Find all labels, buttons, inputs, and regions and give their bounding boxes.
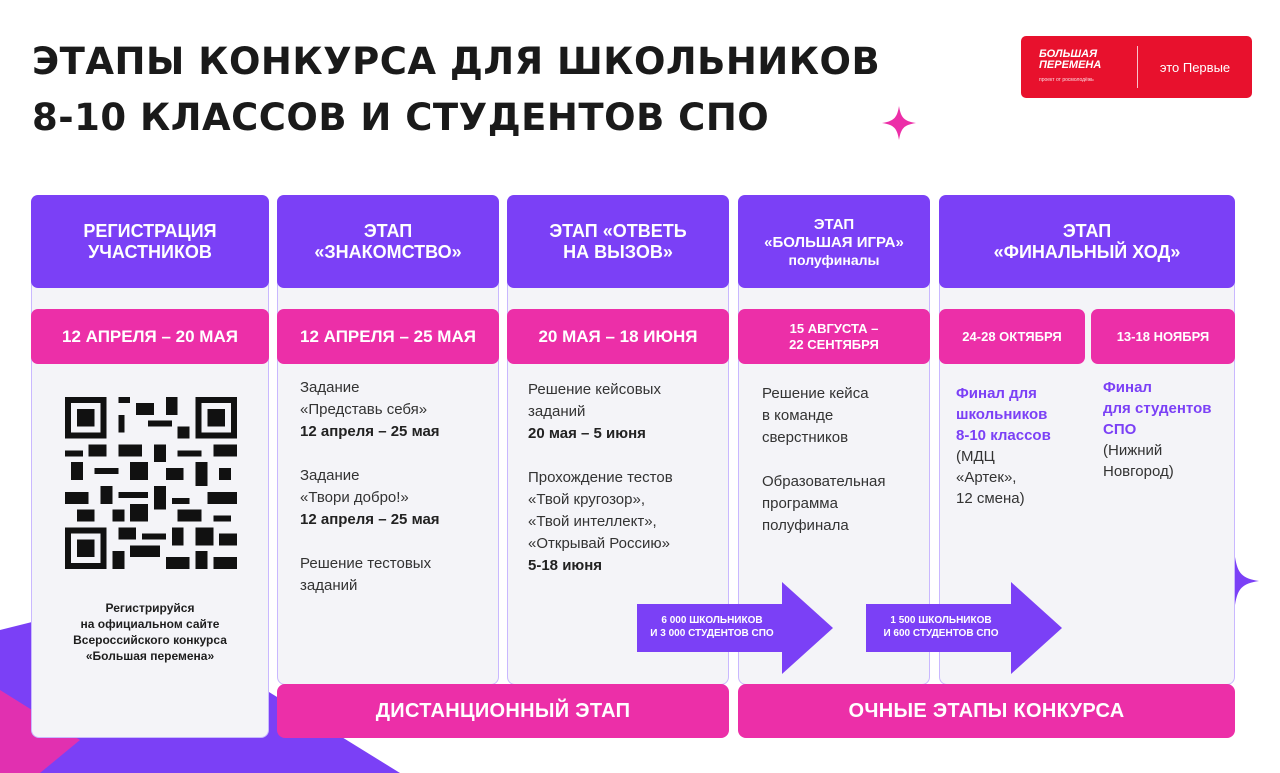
qr-code-icon[interactable]: [65, 397, 237, 569]
participants-arrow-semifinal: 6 000 ШКОЛЬНИКОВ И 3 000 СТУДЕНТОВ СПО: [637, 582, 833, 674]
arrow-right-icon: [866, 582, 1062, 674]
final-students-details: Финал для студентов СПО (Нижний Новгород…: [1103, 379, 1212, 480]
column-bolshaya-igra-date: 15 АВГУСТА – 22 СЕНТЯБРЯ: [738, 309, 930, 364]
column-otvet-na-vyzov-header: ЭТАП «ОТВЕТЬ НА ВЫЗОВ»: [507, 195, 729, 288]
column-registration-date: 12 АПРЕЛЯ – 20 МАЯ: [31, 309, 269, 364]
band-offline-stages: ОЧНЫЕ ЭТАПЫ КОНКУРСА: [738, 684, 1235, 738]
brand-logo-wordmark: БОЛЬШАЯ ПЕРЕМЕНА проект от росмолодёжь: [1039, 47, 1102, 83]
column-znakomstvo-header: ЭТАП «ЗНАКОМСТВО»: [277, 195, 499, 288]
column-znakomstvo-details: Задание «Представь себя» 12 апреля – 25 …: [300, 379, 440, 594]
page-title-line-1: ЭТАПЫ КОНКУРСА ДЛЯ ШКОЛЬНИКОВ: [32, 40, 881, 83]
sparkle-icon: [882, 106, 916, 140]
column-otvet-na-vyzov-details: Решение кейсовых заданий 20 мая – 5 июня…: [528, 381, 673, 574]
arrow-right-icon: [637, 582, 833, 674]
column-finalny-hod-date-a: 24-28 ОКТЯБРЯ: [939, 309, 1085, 364]
brand-logo: БОЛЬШАЯ ПЕРЕМЕНА проект от росмолодёжь э…: [1021, 36, 1252, 98]
brand-logo-tagline: это Первые: [1159, 59, 1231, 75]
final-schoolchildren-details: Финал для школьников 8-10 классов (МДЦ «…: [956, 385, 1051, 507]
participants-arrow-final: 1 500 ШКОЛЬНИКОВ И 600 СТУДЕНТОВ СПО: [866, 582, 1062, 674]
column-znakomstvo-date: 12 АПРЕЛЯ – 25 МАЯ: [277, 309, 499, 364]
brand-logo-divider: [1137, 46, 1138, 88]
column-registration-header: РЕГИСТРАЦИЯ УЧАСТНИКОВ: [31, 195, 269, 288]
column-finalny-hod-date-b: 13-18 НОЯБРЯ: [1091, 309, 1235, 364]
page-title: ЭТАПЫ КОНКУРСА ДЛЯ ШКОЛЬНИКОВ 8-10 КЛАСС…: [32, 34, 932, 146]
column-finalny-hod-header: ЭТАП «ФИНАЛЬНЫЙ ХОД»: [939, 195, 1235, 288]
column-otvet-na-vyzov-date: 20 МАЯ – 18 ИЮНЯ: [507, 309, 729, 364]
column-bolshaya-igra-header: ЭТАП «БОЛЬШАЯ ИГРА» полуфиналы: [738, 195, 930, 288]
band-remote-stage: ДИСТАНЦИОННЫЙ ЭТАП: [277, 684, 729, 738]
sparkle-icon: [1211, 557, 1259, 605]
registration-caption: Регистрируйся на официальном сайте Всеро…: [73, 601, 227, 663]
column-bolshaya-igra-details: Решение кейса в команде сверстников Обра…: [762, 385, 886, 534]
page-title-line-2: 8-10 КЛАССОВ И СТУДЕНТОВ СПО: [32, 96, 770, 139]
